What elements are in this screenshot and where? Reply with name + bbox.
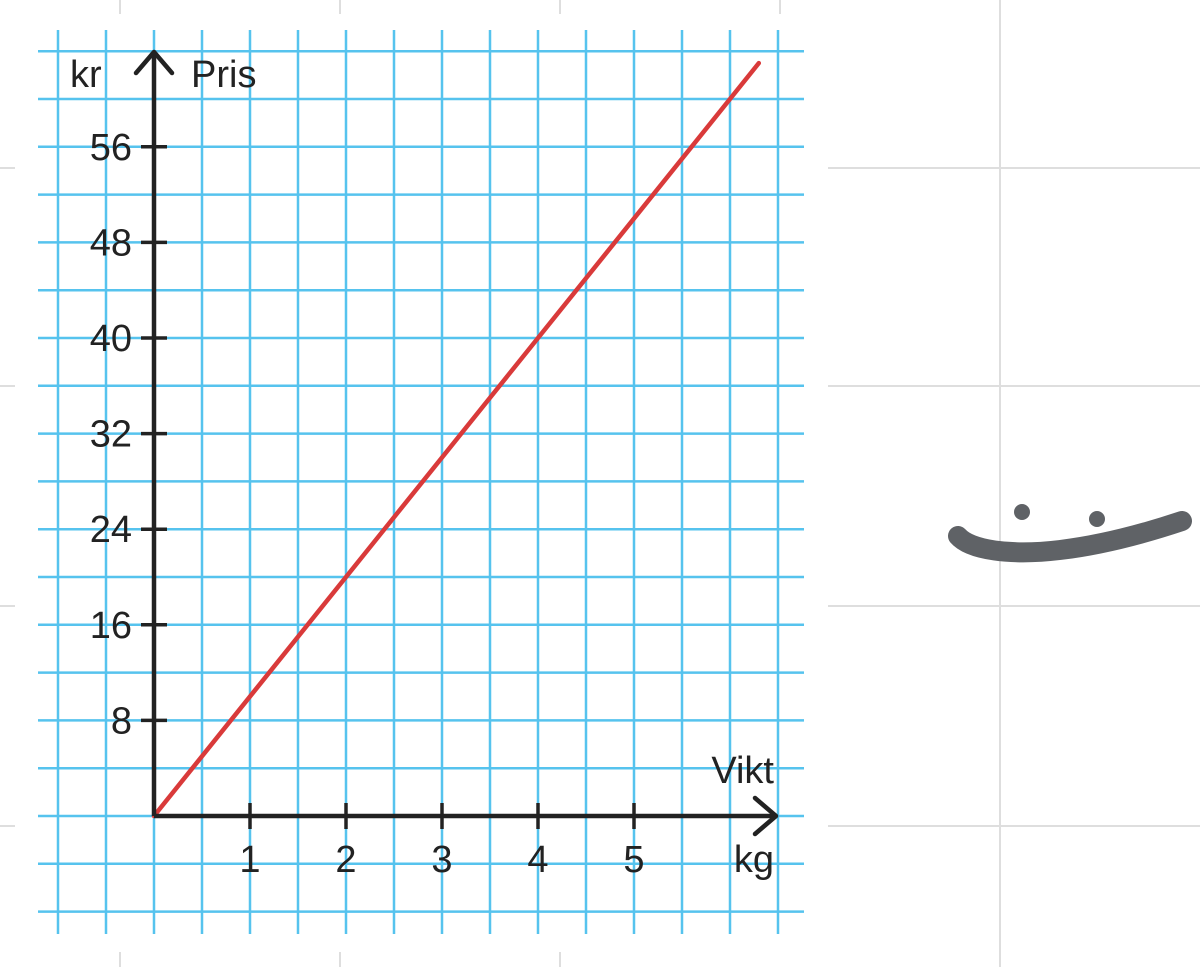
y-tick-label: 8 (111, 700, 132, 742)
x-tick-label: 1 (239, 839, 260, 881)
y-tick-label: 40 (90, 318, 132, 360)
y-tick-label: 32 (90, 414, 132, 456)
y-tick-label: 16 (90, 605, 132, 647)
x-axis-arrow-icon (752, 795, 779, 837)
x-tick-label: 3 (431, 839, 452, 881)
x-tick-label: 2 (335, 839, 356, 881)
y-axis-arrow-icon (133, 49, 175, 76)
y-tick-label: 48 (90, 222, 132, 264)
handwritten-pen-mark (948, 504, 1192, 563)
graph-paper-grid (38, 30, 804, 934)
x-tick-label: 4 (527, 839, 548, 881)
x-axis-label: Vikt (711, 750, 774, 792)
y-axis-unit: kr (70, 54, 102, 96)
series-line-pris (151, 60, 762, 819)
series-layer (151, 60, 762, 819)
y-tick-label: 24 (90, 509, 132, 551)
x-tick-label: 5 (623, 839, 644, 881)
pen-stroke (948, 511, 1192, 563)
pen-dot-right (1089, 511, 1105, 527)
axis-labels: kr Pris Vikt kg (70, 54, 774, 881)
y-tick-label: 56 (90, 127, 132, 169)
ticks: 1 2 3 4 5 8 16 24 32 40 48 56 (90, 127, 645, 881)
x-axis-unit: kg (734, 839, 774, 881)
pen-dot-left (1014, 504, 1030, 520)
y-axis-label: Pris (191, 54, 256, 96)
